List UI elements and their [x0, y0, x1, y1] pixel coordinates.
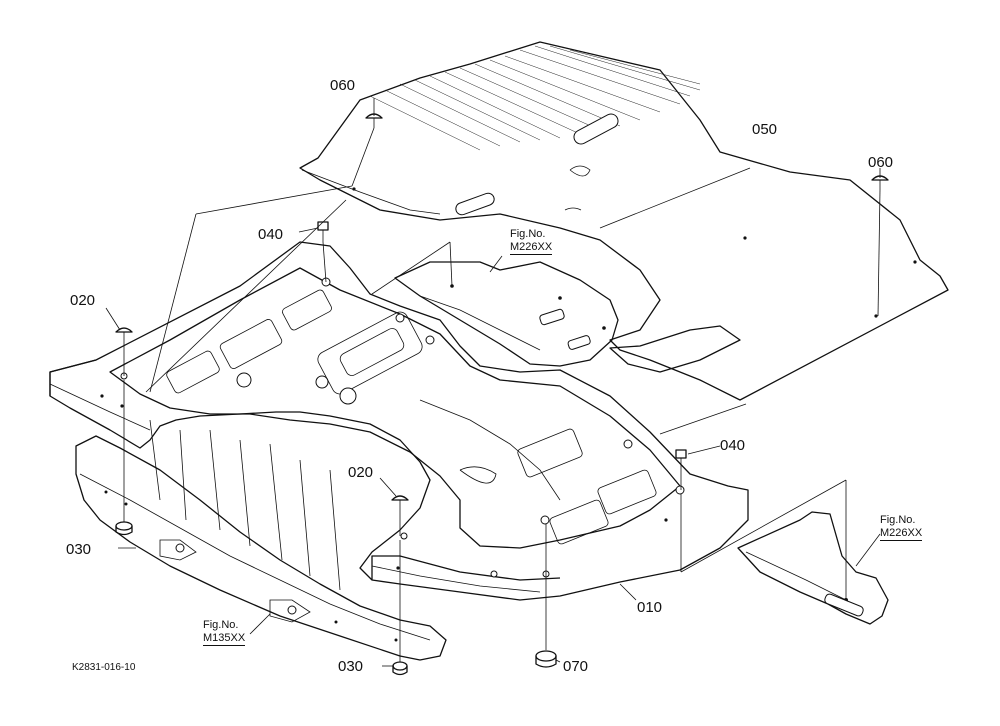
- part-label-010: 010: [637, 599, 663, 616]
- plug-070: [535, 650, 557, 668]
- screw-060-right: [871, 175, 889, 190]
- leader-lines: [105, 98, 881, 667]
- mat-texture-hatch: [369, 45, 701, 151]
- bolt-040-right: [675, 449, 687, 470]
- figure-ref-center-line1: Fig.No.: [510, 228, 546, 240]
- part-label-030-bottom: 030: [338, 658, 364, 675]
- center-bracket-reference: [394, 261, 619, 367]
- figure-ref-frame-line1: Fig.No.: [203, 619, 239, 631]
- screw-020-left: [115, 327, 133, 346]
- figure-ref-right-line2: M226XX: [880, 527, 923, 541]
- part-label-030-left: 030: [66, 541, 92, 558]
- part-label-020-left: 020: [70, 292, 96, 309]
- grommet-030-bottom: [392, 661, 408, 676]
- figure-ref-center-line2: M226XX: [510, 241, 553, 255]
- part-label-040-right: 040: [720, 437, 746, 454]
- part-label-070: 070: [563, 658, 589, 675]
- part-label-060-top: 060: [330, 77, 356, 94]
- part-label-040-top: 040: [258, 226, 284, 243]
- part-label-020-center: 020: [348, 464, 374, 481]
- part-label-050: 050: [752, 121, 778, 138]
- lower-frame-reference: [75, 419, 447, 661]
- grommet-030-left: [115, 521, 133, 536]
- figure-ref-right: Fig.No. M226XX: [880, 514, 923, 541]
- screw-020-center: [391, 495, 409, 512]
- diagram-code: K2831-016-10: [72, 662, 136, 673]
- figure-ref-center: Fig.No. M226XX: [510, 228, 553, 255]
- figure-ref-frame: Fig.No. M135XX: [203, 619, 246, 646]
- floor-mat-050: [299, 41, 949, 401]
- floor-plate-010: [49, 241, 749, 601]
- figure-ref-frame-line2: M135XX: [203, 632, 246, 646]
- figure-ref-right-line1: Fig.No.: [880, 514, 916, 526]
- right-bracket-reference: [737, 511, 889, 625]
- screw-060-top: [365, 113, 383, 128]
- part-label-060-right: 060: [868, 154, 894, 171]
